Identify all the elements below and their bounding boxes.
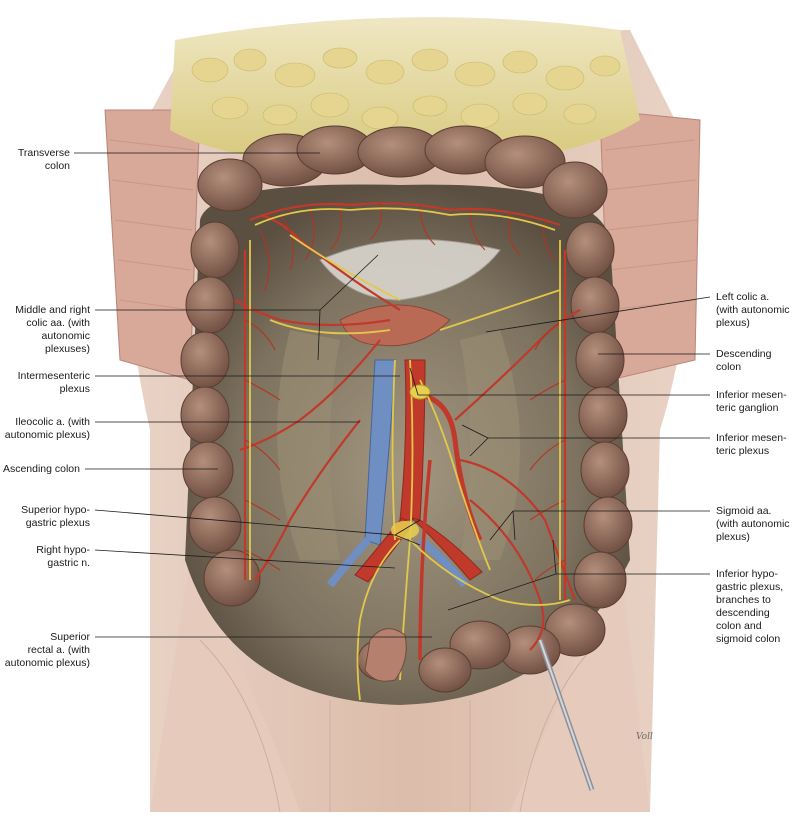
label-ileocolic-artery: Ileocolic a. (with autonomic plexus): [4, 416, 90, 441]
label-inferior-hypogastric-plexus: Inferior hypo- gastric plexus, branches …: [716, 568, 784, 645]
ascending-colon: [180, 221, 261, 607]
artist-signature: Voll: [636, 732, 653, 742]
label-descending-colon: Descending colon: [716, 348, 772, 373]
label-ascending-colon: Ascending colon: [2, 463, 80, 475]
label-superior-hypogastric-plexus: Superior hypo- gastric plexus: [21, 504, 90, 529]
label-intermesenteric-plexus: Intermesenteric plexus: [17, 370, 90, 395]
transverse-colon: [197, 125, 608, 219]
label-superior-rectal-artery: Superior rectal a. (with autonomic plexu…: [4, 631, 90, 669]
descending-colon: [565, 221, 633, 609]
label-middle-right-colic-arteries: Middle and right colic aa. (with autonom…: [15, 304, 90, 355]
label-sigmoid-arteries: Sigmoid aa. (with autonomic plexus): [716, 505, 790, 543]
label-right-hypogastric-nerve: Right hypo- gastric n.: [36, 544, 90, 569]
left-muscle-flap: [104, 109, 201, 381]
label-inferior-mesenteric-plexus: Inferior mesen- teric plexus: [716, 432, 787, 457]
label-left-colic-artery: Left colic a. (with autonomic plexus): [716, 291, 790, 329]
label-transverse-colon: Transverse colon: [17, 147, 70, 172]
lower-abdominal-wall: [150, 560, 650, 812]
label-inferior-mesenteric-ganglion: Inferior mesen- teric ganglion: [716, 389, 787, 414]
